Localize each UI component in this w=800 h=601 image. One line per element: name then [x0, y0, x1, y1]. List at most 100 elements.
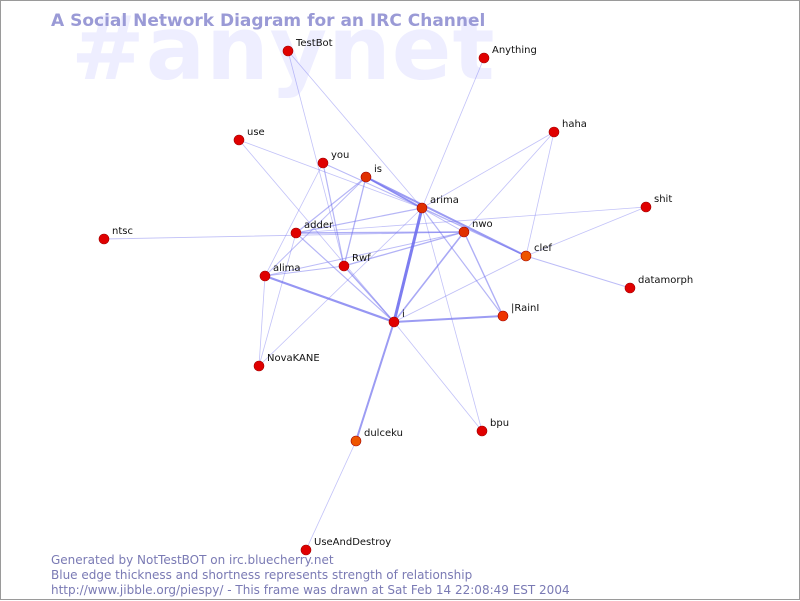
edge-TestBot-arima [287, 50, 423, 209]
edge-Anything-arima [421, 57, 485, 209]
node-dot [290, 227, 302, 239]
node-label: |RainI [511, 303, 539, 314]
node-dot [388, 316, 400, 328]
node-label: NovaKANE [267, 353, 320, 364]
node-label: Anything [492, 45, 537, 56]
node-haha[interactable]: haha [548, 119, 587, 138]
edge-Rwf-you [322, 162, 345, 267]
edge-ntsc-nwo [103, 231, 465, 240]
node-label: shit [654, 194, 672, 205]
edge-use-arima [238, 139, 423, 209]
node-label: datamorph [638, 275, 693, 286]
node-label: nwo [472, 219, 493, 230]
edge-adder-arima [295, 207, 423, 234]
node-label: adder [304, 220, 334, 231]
node-nwo[interactable]: nwo [458, 219, 493, 238]
edge-adder-nwo [295, 231, 465, 234]
node-dot [350, 435, 362, 447]
edge-TestBot-Rwf [287, 50, 345, 267]
edge-NovaKANE-arima [258, 207, 423, 367]
node-is[interactable]: is [360, 164, 382, 183]
node-dot [98, 233, 110, 245]
edge-alima-nwo [264, 231, 465, 277]
edge-adder-i [295, 232, 395, 323]
edge-you-alima [264, 162, 324, 277]
edge-clef-datamorph [525, 255, 631, 289]
edge-arima-clef [421, 207, 527, 257]
node-bpu[interactable]: bpu [476, 418, 509, 437]
edge-dulceku-i [355, 321, 395, 442]
node-TestBot[interactable]: TestBot [282, 38, 333, 57]
edge-alima-is [264, 176, 367, 277]
node-label: is [374, 164, 382, 175]
node-dot [317, 157, 329, 169]
node-UseAndDestroy[interactable]: UseAndDestroy [300, 537, 391, 556]
node-dot [520, 250, 532, 262]
node-layer: TestBot Anything haha use you is arima shit ntsc… [98, 38, 693, 556]
node-label: haha [562, 119, 587, 130]
edge-use-i [238, 139, 395, 323]
node-label: arima [430, 195, 459, 206]
edge-clef-i [393, 255, 527, 323]
node-dot [300, 544, 312, 556]
node-Anything[interactable]: Anything [478, 45, 537, 64]
node-dot [282, 45, 294, 57]
edge-haha-arima [421, 131, 555, 209]
node-label: bpu [490, 418, 509, 429]
edge-bpu-i [393, 321, 483, 432]
edge-alima-Rwf [264, 265, 345, 277]
node-dot [476, 425, 488, 437]
edge-clef-haha [525, 131, 555, 257]
node-label: Rwf [352, 253, 371, 264]
channel-watermark: #anynet [71, 0, 496, 100]
edge-layer [103, 50, 647, 551]
footer-url-timestamp: http://www.jibble.org/piespy/ - This fra… [51, 583, 570, 597]
edge-is-nwo [365, 176, 465, 233]
node-dulceku[interactable]: dulceku [350, 428, 403, 447]
node-clef[interactable]: clef [520, 243, 552, 262]
node-dot [253, 360, 265, 372]
node-Rwf[interactable]: Rwf [338, 253, 371, 272]
node-you[interactable]: you [317, 150, 349, 169]
node-i[interactable]: i [388, 309, 405, 328]
edge-alima-i [263, 274, 396, 324]
node-dot [233, 134, 245, 146]
node-label: ntsc [112, 226, 133, 237]
edge-arima-IRainI [421, 207, 504, 317]
edge-shit-clef [525, 206, 647, 257]
node-use[interactable]: use [233, 127, 265, 146]
node-dot [338, 260, 350, 272]
node-label: use [247, 127, 265, 138]
edge-nwo-haha [463, 131, 555, 233]
edge-UseAndDestroy-dulceku [305, 440, 357, 551]
edge-shit-adder [295, 206, 647, 234]
node-dot [360, 171, 372, 183]
node-IRainI[interactable]: |RainI [497, 303, 539, 322]
node-datamorph[interactable]: datamorph [624, 275, 693, 294]
node-dot [640, 201, 652, 213]
node-dot [548, 126, 560, 138]
node-label: alima [273, 263, 301, 274]
node-dot [416, 202, 428, 214]
footer-legend-note: Blue edge thickness and shortness repres… [51, 568, 473, 582]
node-arima[interactable]: arima [416, 195, 459, 214]
edge-nwo-IRainI [463, 231, 504, 317]
node-label: clef [534, 243, 552, 254]
footer: Generated by NotTestBOT on irc.bluecherr… [51, 553, 570, 598]
node-NovaKANE[interactable]: NovaKANE [253, 353, 320, 372]
footer-generated-by: Generated by NotTestBOT on irc.bluecherr… [51, 553, 334, 567]
edge-NovaKANE-adder [258, 232, 297, 367]
node-ntsc[interactable]: ntsc [98, 226, 133, 245]
node-adder[interactable]: adder [290, 220, 334, 239]
node-label: dulceku [364, 428, 403, 439]
node-alima[interactable]: alima [259, 263, 301, 282]
node-dot [458, 226, 470, 238]
node-dot [478, 52, 490, 64]
node-shit[interactable]: shit [640, 194, 672, 213]
diagram-title: A Social Network Diagram for an IRC Chan… [51, 11, 486, 31]
edge-arima-bpu [421, 207, 483, 432]
node-dot [497, 310, 509, 322]
edge-IRainI-i [393, 315, 504, 323]
